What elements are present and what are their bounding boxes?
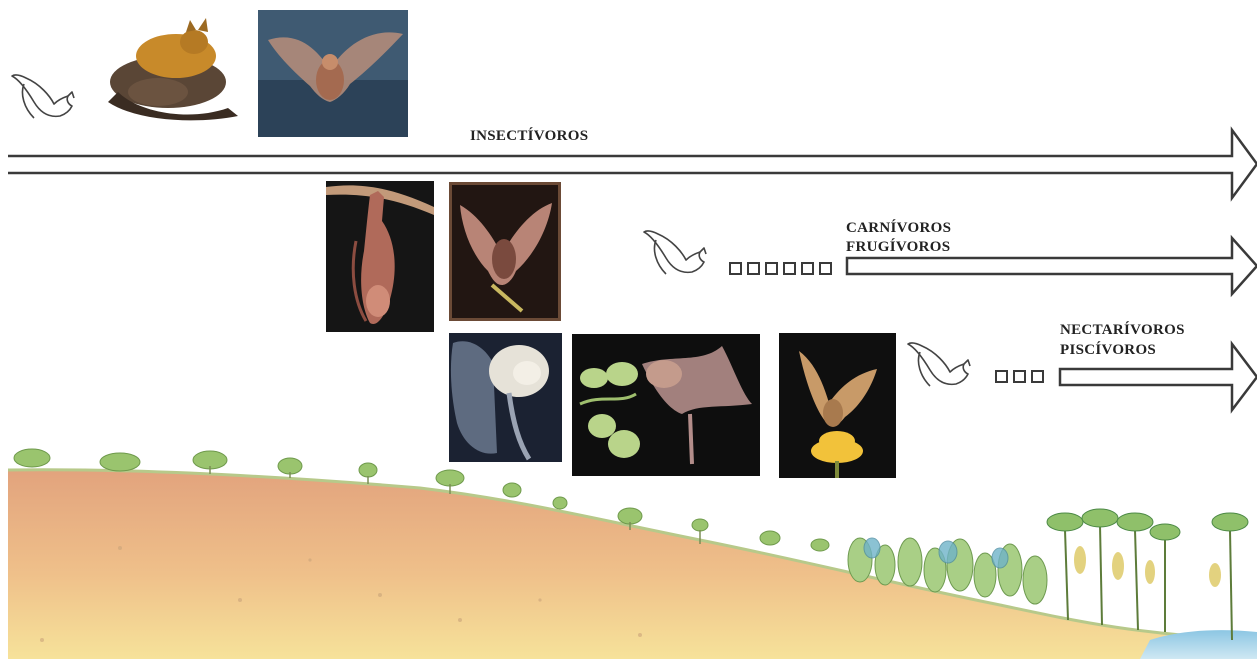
landscape-illustration xyxy=(8,449,1257,659)
bat-outline-icon xyxy=(12,75,74,118)
soil-layer xyxy=(8,470,1257,659)
bat-outline-icon xyxy=(908,343,970,386)
label-piscivores: PISCÍVOROS xyxy=(1060,341,1156,360)
arrow-insectivores xyxy=(8,130,1257,198)
photo-flying-bat xyxy=(258,10,408,137)
photo-bat-feeding xyxy=(572,334,760,476)
label-insectivores: INSECTÍVOROS xyxy=(470,127,588,146)
label-frugivores: FRUGÍVOROS xyxy=(846,238,950,257)
label-carnivores: CARNÍVOROS xyxy=(846,219,951,238)
photo-frugivore-bat xyxy=(449,182,561,321)
label-nectarivores: NECTARÍVOROS xyxy=(1060,321,1185,340)
bat-outline-icon xyxy=(644,231,706,274)
photo-white-bat xyxy=(449,333,562,462)
photo-hanging-bat xyxy=(326,181,434,332)
photo-insectivore-bats xyxy=(98,12,248,124)
photo-nectar-bat xyxy=(779,333,896,478)
